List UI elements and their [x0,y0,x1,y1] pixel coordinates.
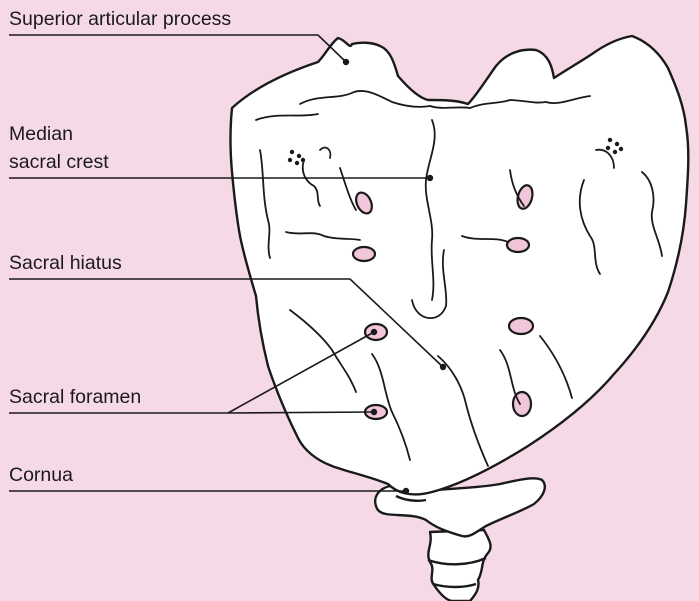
label-sacral-foramen: Sacral foramen [9,384,141,410]
foramen-right-3 [509,318,533,334]
label-sacral-hiatus: Sacral hiatus [9,250,122,276]
foramen-right-2 [507,238,529,252]
label-cornua: Cornua [9,462,73,488]
label-median-sacral-crest-line2: sacral crest [9,149,109,175]
foramen-left-2 [353,247,375,261]
label-median-sacral-crest-line1: Median [9,121,73,147]
label-superior-articular-process: Superior articular process [9,6,231,32]
